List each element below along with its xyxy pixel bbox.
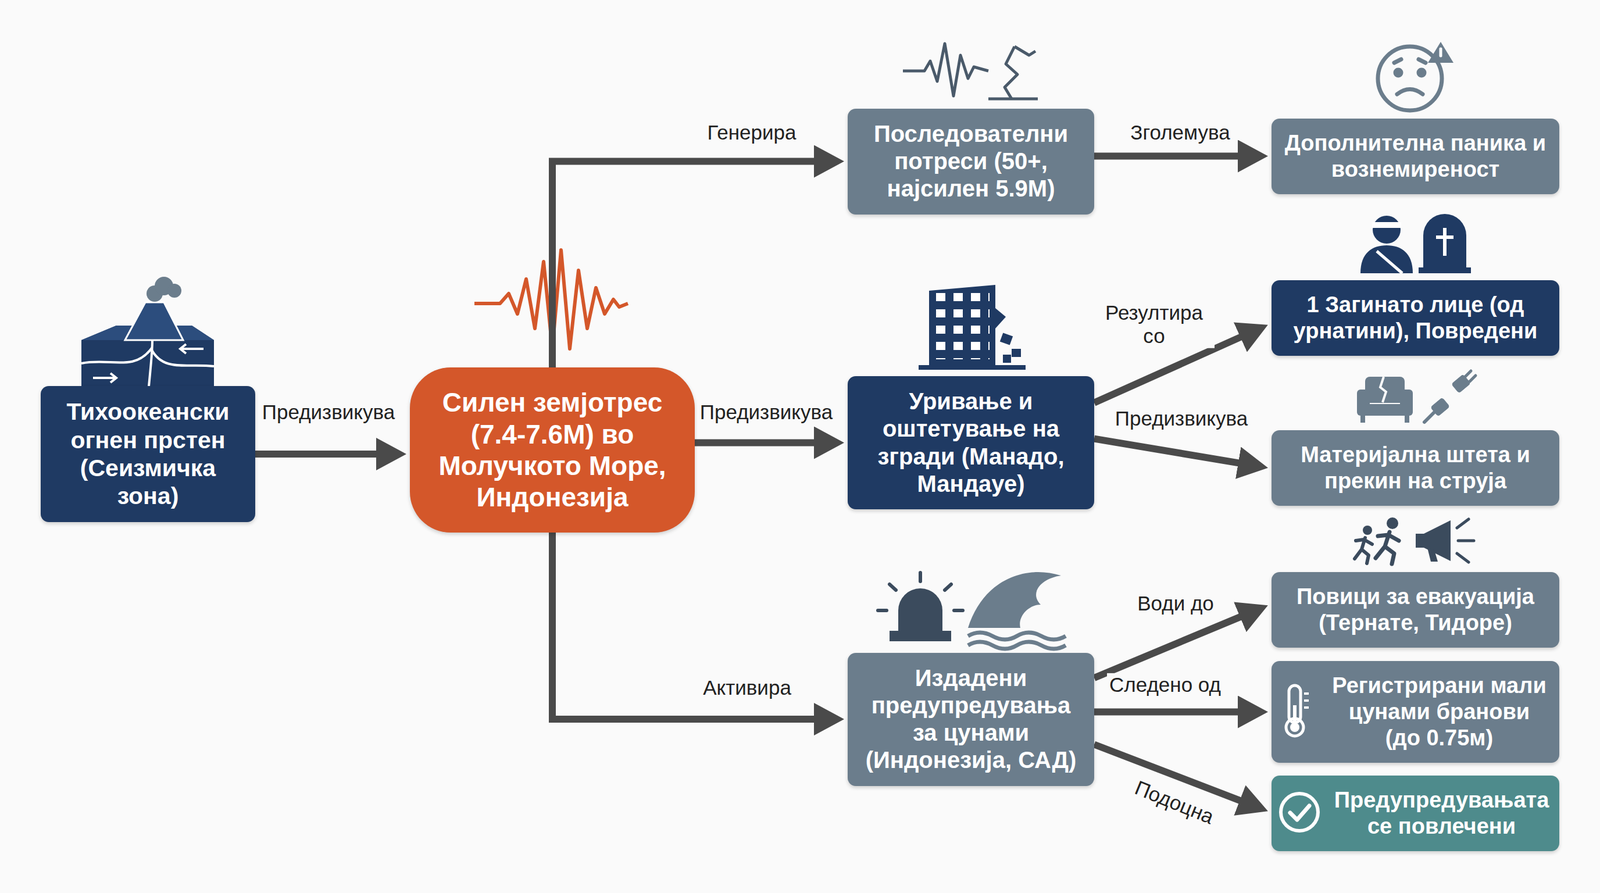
armchair-icon: [1356, 376, 1413, 423]
box-text: Регистрирани мали цунами бранови (до 0.7…: [1330, 672, 1548, 751]
process-box: Повици за евакуација (Тернате, Тидоре): [1271, 572, 1560, 648]
aftershock-icon: [902, 43, 1038, 99]
flow-arrow: [255, 450, 382, 458]
box-text: Повици за евакуација (Тернате, Тидоре): [1283, 583, 1548, 637]
megaphone-icon: [1415, 519, 1474, 563]
process-box: Материјална штета и прекин на струја: [1271, 430, 1560, 506]
box-text: Предупредувањата се повлечени: [1334, 787, 1550, 840]
flow-arrow: [552, 532, 820, 720]
process-box: 1 Загинато лице (од урнатини), Повредени: [1271, 280, 1560, 356]
unplugged-icon: [1424, 370, 1476, 423]
tombstone-icon: [1418, 213, 1471, 274]
tectonic-icon: [81, 276, 214, 394]
box-text: Уривање и оштетување на згради (Манадо, …: [859, 387, 1083, 498]
edge-label: Зголемува: [1127, 120, 1232, 145]
process-box: Силен земјотрес (7.4-7.6M) во Молучкото …: [409, 367, 695, 533]
box-text: Издадени предупредувања за цунами (Индон…: [859, 664, 1083, 775]
box-text: 1 Загинато лице (од урнатини), Повредени: [1283, 291, 1548, 345]
process-box: Дополнителна паника и вознемиреност: [1271, 118, 1560, 195]
process-box: Последователни потреси (50+, најсилен 5.…: [847, 108, 1095, 215]
process-box: Тихоокеански огнен прстен (Сеизмичка зон…: [40, 386, 256, 523]
flow-arrow: [1094, 614, 1246, 678]
box-text: Материјална штета и прекин на струја: [1283, 441, 1548, 495]
box-text: Силен земјотрес (7.4-7.6M) во Молучкото …: [421, 386, 684, 513]
box-text: Последователни потреси (50+, најсилен 5.…: [859, 120, 1083, 203]
edge-label: Предизвикува: [1112, 406, 1250, 431]
flow-arrow: [1094, 708, 1244, 716]
edge-label: Подоцна: [1129, 775, 1220, 830]
building-icon: [918, 284, 1026, 370]
process-box: Регистрирани мали цунами бранови (до 0.7…: [1271, 661, 1560, 763]
worried-face-icon: [1377, 41, 1454, 111]
process-box: Издадени предупредувања за цунами (Индон…: [847, 652, 1095, 787]
tsunami-wave-icon: [968, 572, 1066, 649]
edge-label: Предизвикува: [697, 400, 835, 424]
process-box: Предупредувањата се повлечени: [1271, 775, 1560, 852]
edge-label: Генерира: [705, 120, 799, 145]
edge-label: Следено од: [1106, 673, 1224, 697]
injured-person-icon: [1360, 215, 1413, 274]
siren-icon: [877, 572, 963, 642]
edge-label: Активира: [700, 676, 794, 700]
flow-arrow: [552, 161, 820, 369]
flow-arrow: [694, 439, 820, 447]
flow-arrow: [1094, 438, 1245, 464]
edge-label: Предизвикува: [259, 400, 398, 424]
edge-label: Води до: [1134, 591, 1217, 616]
box-icon: [1278, 681, 1314, 743]
box-icon: [1277, 790, 1322, 837]
flow-arrow: [1094, 152, 1244, 160]
process-box: Уривање и оштетување на згради (Манадо, …: [847, 376, 1095, 510]
box-text: Дополнителна паника и вознемиреност: [1283, 130, 1548, 183]
box-text: Тихоокеански огнен прстен (Сеизмичка зон…: [52, 397, 244, 511]
edge-label: Резултира со: [1093, 301, 1215, 349]
runners-icon: [1354, 517, 1399, 564]
